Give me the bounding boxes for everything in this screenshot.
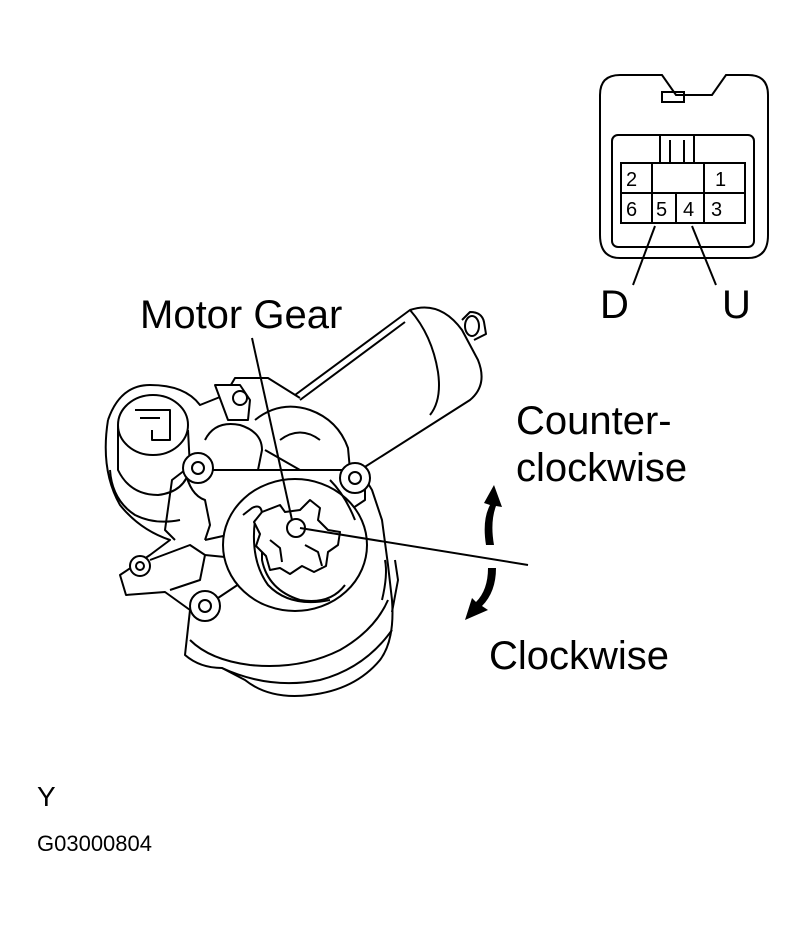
view-letter: Y <box>37 781 56 812</box>
figure-code: G03000804 <box>37 831 152 856</box>
terminal-d-label: D <box>600 283 629 327</box>
pin-6-label: 6 <box>626 199 637 221</box>
clockwise-label: Clockwise <box>489 634 670 678</box>
pin-1-label: 1 <box>715 169 726 191</box>
pin-3-label: 3 <box>711 199 722 221</box>
arrow-down-icon <box>465 568 496 620</box>
pin-4-label: 4 <box>683 199 694 221</box>
rotation-arrows <box>465 485 502 620</box>
terminal-u-label: U <box>722 283 751 327</box>
motor-illustration <box>104 306 529 697</box>
pin-2-label: 2 <box>626 169 637 191</box>
counter-clockwise-label-line2: clockwise <box>516 446 688 490</box>
arrow-up-icon <box>484 485 502 545</box>
counter-clockwise-label-line1: Counter- <box>516 399 672 443</box>
connector-illustration <box>599 74 769 286</box>
motor-gear-label: Motor Gear <box>140 293 343 337</box>
pin-5-label: 5 <box>656 199 667 221</box>
